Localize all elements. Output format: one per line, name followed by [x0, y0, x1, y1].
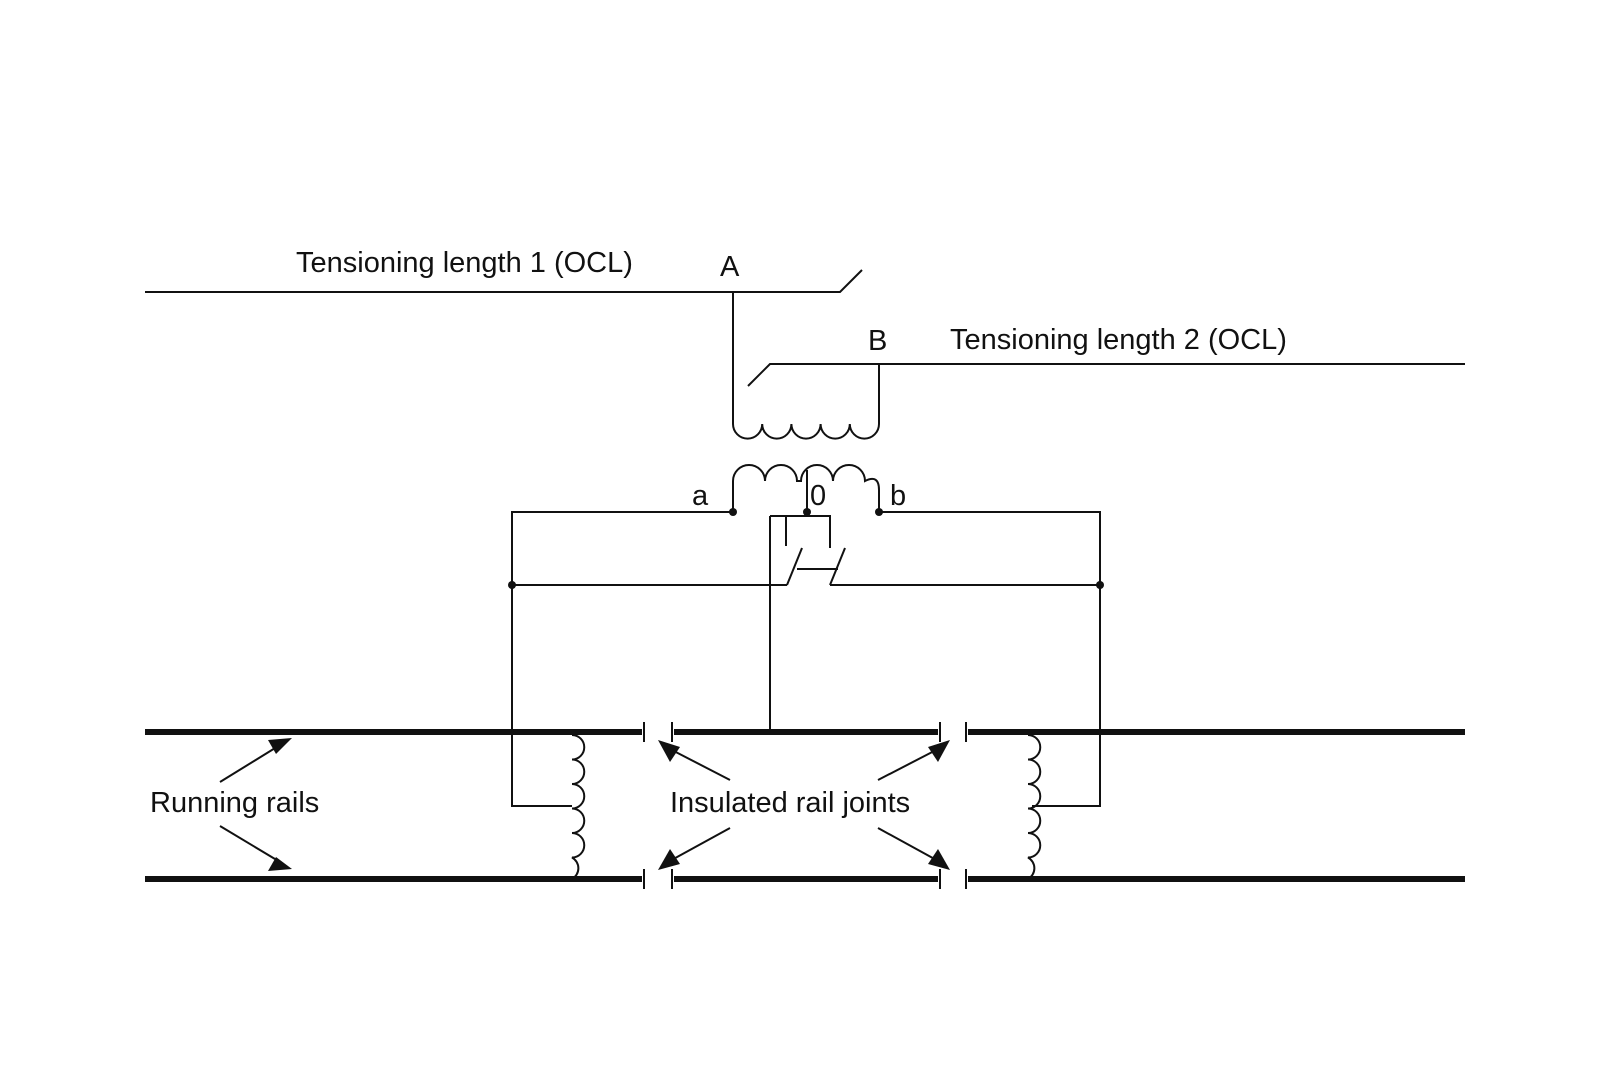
- label-point-a-upper: A: [720, 251, 740, 283]
- switch-contact-left-icon: [786, 547, 803, 586]
- arrowhead-icon: [928, 740, 950, 762]
- secondary-circuit: [508, 508, 1104, 807]
- label-tensioning-length-2: Tensioning length 2 (OCL): [950, 324, 1287, 356]
- arrow-running-rails-top: [219, 744, 281, 783]
- junction-dot-left: [508, 581, 516, 589]
- label-insulated-rail-joints: Insulated rail joints: [670, 787, 910, 819]
- primary-winding-icon: [732, 423, 880, 440]
- wire-right-top: [879, 511, 1101, 807]
- label-running-rails: Running rails: [150, 787, 319, 819]
- junction-dot-b: [875, 508, 883, 516]
- arrow-joint-bottom-left: [667, 827, 731, 863]
- switch-contact-right-icon: [829, 547, 846, 586]
- wire-left-top: [511, 511, 733, 807]
- running-rails: [145, 722, 1465, 889]
- label-terminal-a: a: [692, 480, 709, 512]
- label-terminal-0: 0: [810, 480, 826, 512]
- impedance-bonds: [571, 734, 1042, 880]
- arrowhead-icon: [928, 849, 950, 870]
- arrowhead-icon: [658, 849, 680, 870]
- arrow-running-rails-bottom: [219, 825, 281, 863]
- arrowhead-icon: [658, 740, 680, 762]
- label-tensioning-length-1: Tensioning length 1 (OCL): [296, 247, 633, 279]
- secondary-winding-icon: [732, 464, 880, 491]
- arrow-joint-bottom-right: [877, 827, 941, 863]
- center-tap-horizontal: [770, 515, 831, 548]
- annotations: Running rails Insulated rail joints: [150, 738, 950, 871]
- junction-dot-a: [729, 508, 737, 516]
- label-point-b-upper: B: [868, 325, 887, 357]
- booster-transformer: a 0 b: [692, 292, 906, 512]
- arrow-joint-top-left: [667, 747, 731, 781]
- junction-dot-right: [1096, 581, 1104, 589]
- arrow-joint-top-right: [877, 747, 941, 781]
- arrowhead-icon: [268, 738, 292, 754]
- label-terminal-b: b: [890, 480, 906, 512]
- impedance-bond-left-icon: [571, 734, 586, 880]
- junction-dot-0: [803, 508, 811, 516]
- ocl-tensioning-length-1: [145, 269, 863, 293]
- overhead-contact-lines: Tensioning length 1 (OCL) Tensioning len…: [145, 247, 1465, 387]
- ocl-tensioning-length-2: [747, 363, 1465, 387]
- impedance-bond-right-icon: [1027, 734, 1042, 880]
- arrowhead-icon: [268, 857, 292, 871]
